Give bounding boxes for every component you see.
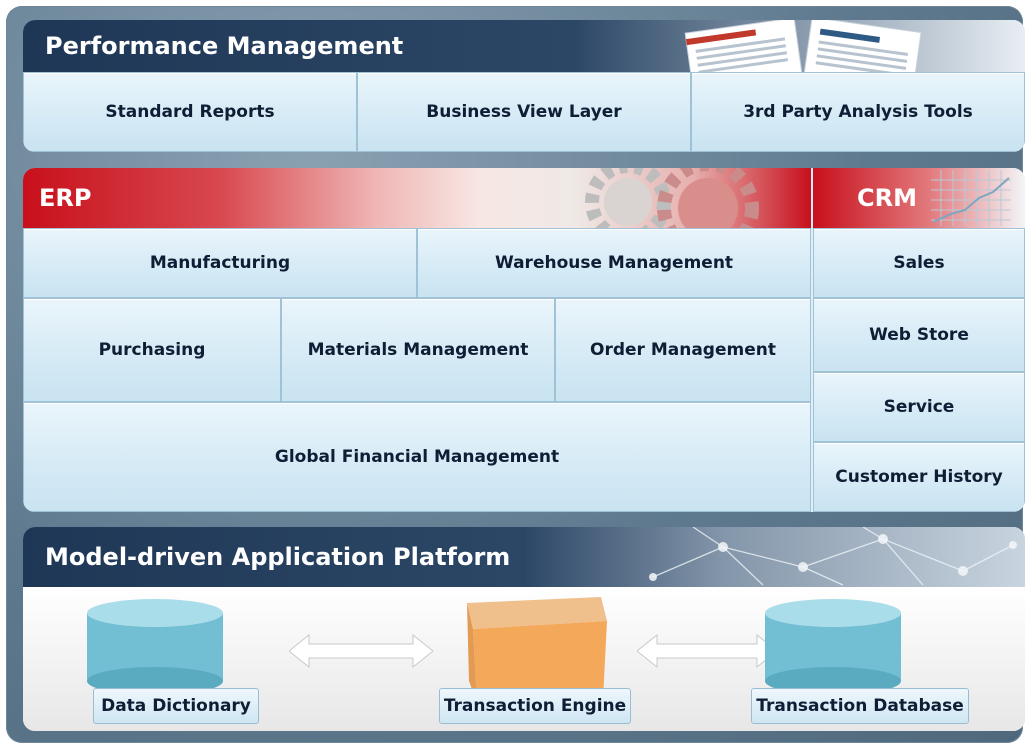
- performance-management-title: Performance Management: [45, 32, 404, 60]
- erp-title: ERP: [39, 184, 92, 212]
- customer-history-label: Customer History: [835, 467, 1003, 487]
- transaction-database-text: Transaction Database: [756, 696, 964, 716]
- standard-reports-cell: Standard Reports: [23, 72, 357, 152]
- platform-header: Model-driven Application Platform: [23, 527, 1025, 587]
- double-arrow-left-icon: [289, 633, 433, 669]
- purchasing-label: Purchasing: [98, 340, 206, 360]
- network-icon: [649, 527, 1017, 586]
- manufacturing-cell: Manufacturing: [23, 228, 417, 298]
- purchasing-cell: Purchasing: [23, 298, 281, 402]
- transaction-database-label: Transaction Database: [751, 688, 969, 724]
- customer-history-cell: Customer History: [813, 442, 1025, 512]
- global-financial-management-label: Global Financial Management: [274, 447, 560, 467]
- data-dictionary-text: Data Dictionary: [101, 696, 251, 716]
- standard-reports-label: Standard Reports: [105, 102, 275, 122]
- manufacturing-label: Manufacturing: [149, 253, 291, 273]
- materials-management-label: Materials Management: [307, 340, 529, 360]
- web-store-label: Web Store: [869, 325, 969, 345]
- transaction-engine-text: Transaction Engine: [443, 696, 627, 716]
- crm-title: CRM: [857, 184, 917, 212]
- gear-icon: [585, 168, 759, 228]
- warehouse-management-cell: Warehouse Management: [417, 228, 811, 298]
- third-party-analysis-tools-label: 3rd Party Analysis Tools: [743, 102, 973, 122]
- web-store-cell: Web Store: [813, 298, 1025, 372]
- crm-header: CRM: [813, 168, 1025, 228]
- double-arrow-right-icon: [637, 633, 777, 669]
- sales-label: Sales: [893, 253, 945, 273]
- service-cell: Service: [813, 372, 1025, 442]
- report-pages-icon: [684, 20, 922, 80]
- third-party-analysis-tools-cell: 3rd Party Analysis Tools: [691, 72, 1025, 152]
- performance-management-section: Performance Management Standard Reports: [23, 20, 1025, 152]
- service-label: Service: [883, 397, 955, 417]
- erp-header: ERP: [23, 168, 811, 228]
- platform-section: Model-driven Application Platform Data D…: [23, 527, 1025, 731]
- order-management-cell: Order Management: [555, 298, 811, 402]
- warehouse-management-label: Warehouse Management: [494, 253, 734, 273]
- chart-grid-icon: [931, 170, 1011, 226]
- global-financial-management-cell: Global Financial Management: [23, 402, 811, 512]
- data-dictionary-label: Data Dictionary: [93, 688, 259, 724]
- transaction-engine-label: Transaction Engine: [439, 688, 631, 724]
- sales-cell: Sales: [813, 228, 1025, 298]
- business-view-layer-cell: Business View Layer: [357, 72, 691, 152]
- platform-title: Model-driven Application Platform: [45, 543, 511, 571]
- materials-management-cell: Materials Management: [281, 298, 555, 402]
- business-view-layer-label: Business View Layer: [426, 102, 622, 122]
- erp-crm-section: ERP CRM Manufacturing Warehouse Manageme…: [23, 168, 1025, 512]
- order-management-label: Order Management: [590, 340, 776, 360]
